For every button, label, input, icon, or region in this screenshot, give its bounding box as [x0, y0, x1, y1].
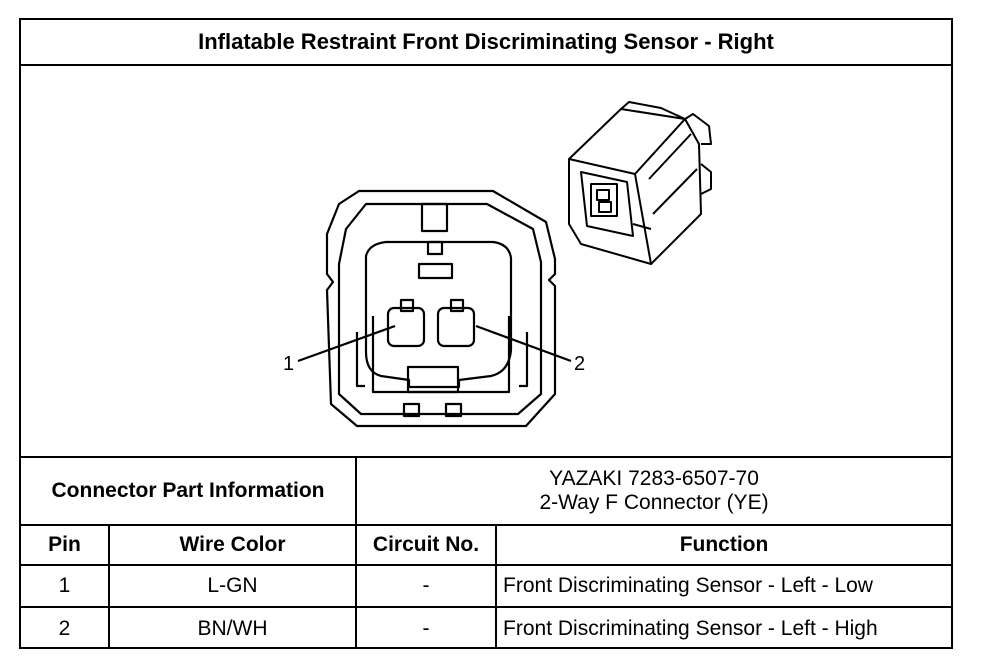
function-cell: Front Discriminating Sensor - Left - Hig…: [495, 606, 952, 649]
connector-description: 2-Way F Connector (YE): [539, 491, 769, 514]
circuit-cell: -: [355, 564, 498, 608]
part-number: YAZAKI 7283-6507-70: [549, 467, 759, 490]
header-circuit: Circuit No.: [355, 524, 498, 566]
wire-color-cell: L-GN: [107, 564, 358, 608]
document-frame: Inflatable Restraint Front Discriminatin…: [19, 18, 953, 649]
table-header-row: Pin Wire Color Circuit No. Function: [21, 524, 952, 566]
connector-info-value: YAZAKI 7283-6507-70 2-Way F Connector (Y…: [355, 456, 952, 526]
connector-drawing: 1 2: [21, 64, 951, 456]
pin1-callout: 1: [283, 353, 294, 375]
function-cell: Front Discriminating Sensor - Left - Low: [495, 564, 952, 608]
connector-table: Connector Part Information YAZAKI 7283-6…: [21, 456, 952, 649]
pin2-callout: 2: [574, 353, 585, 375]
connector-info-row: Connector Part Information YAZAKI 7283-6…: [21, 456, 952, 526]
table-row: 1 L-GN - Front Discriminating Sensor - L…: [21, 564, 952, 608]
header-function: Function: [495, 524, 952, 566]
header-wire-color: Wire Color: [107, 524, 358, 566]
wire-color-cell: BN/WH: [107, 606, 358, 649]
table-row: 2 BN/WH - Front Discriminating Sensor - …: [21, 606, 952, 649]
pin-cell: 1: [21, 564, 110, 608]
page-title: Inflatable Restraint Front Discriminatin…: [21, 20, 951, 66]
header-pin: Pin: [21, 524, 110, 566]
circuit-cell: -: [355, 606, 498, 649]
pin-cell: 2: [21, 606, 110, 649]
connector-face-illustration: 1 2: [283, 101, 712, 428]
connector-info-label: Connector Part Information: [21, 456, 358, 526]
